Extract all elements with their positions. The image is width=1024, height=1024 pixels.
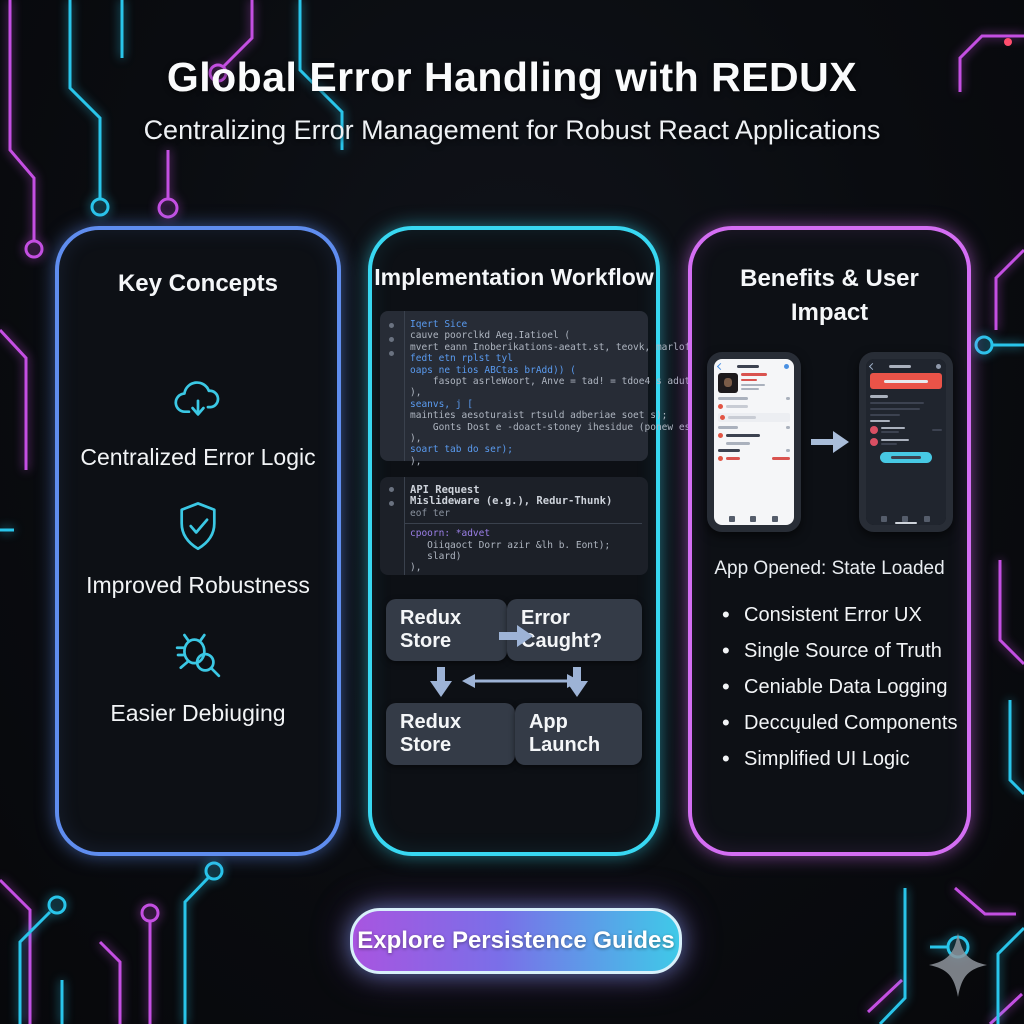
key-concepts-list: Centralized Error Logic Improved Robustn… [59, 370, 337, 754]
code-line: cpoorn: *advet [410, 528, 491, 540]
panel-benefits: Benefits & User Impact [688, 226, 971, 856]
code-line: mvert eann Inoberikations-aeatt.st, teov… [410, 341, 742, 353]
cta-label: Explore Persistence Guides [357, 927, 675, 954]
phone-screen [713, 359, 794, 525]
cta-button-mock [879, 452, 932, 463]
code-block-reducer: Iqert Sice cauve poorclkd Aeg.Iatioel ( … [380, 311, 748, 467]
code-line: ), [410, 433, 422, 445]
code-line: eof ter [410, 507, 451, 519]
code-line: ), [410, 562, 422, 574]
list-item: Simplified UI Logic [722, 746, 967, 772]
panel-title-line1: Benefits & User [740, 265, 919, 292]
code-line: API Request [410, 484, 480, 496]
arrow-right-icon [810, 431, 849, 453]
code-area: Iqert Sice cauve poorclkd Aeg.Iatioel ( … [380, 311, 748, 575]
concept-label: Improved Robustness [86, 572, 310, 598]
flow-box-app-launch: App Launch [514, 703, 642, 765]
code-block-middleware: API Request Mislideware (e.g.), Redur-Th… [380, 477, 648, 575]
circuit-node-dot [1004, 38, 1012, 46]
flow-box-error-caught: Error Caught? [507, 599, 642, 661]
concept-label: Easier Debiuging [110, 700, 286, 726]
avatar [717, 373, 738, 393]
list-item: Single Source of Truth [722, 638, 967, 664]
code-divider [404, 523, 642, 525]
list-item: Consistent Error UX [722, 602, 967, 628]
panel-title-line2: Impact [790, 299, 869, 326]
code-line: mainties aesoturaist rtsuld adberiae soe… [410, 410, 668, 422]
panel-implementation-workflow: Implementation Workflow Iqert Sice cauve… [368, 226, 748, 856]
avatar [869, 426, 878, 434]
cloud-download-icon [174, 381, 220, 416]
code-line: fedt etn rplst tyl [410, 353, 513, 365]
panel-key-concepts: Key Concepts Centralized Error Logic [55, 226, 341, 856]
phone-nav-bar [866, 516, 946, 522]
home-indicator [894, 522, 917, 524]
code-line: cauve poorclkd Aeg.Iatioel ( [410, 330, 571, 342]
list-item: Improved Robustness [86, 498, 310, 599]
concept-label: Centralized Error Logic [80, 444, 316, 470]
arrow-right-icon [499, 625, 533, 647]
gear-icon [936, 364, 942, 369]
code-line: Mislideware (e.g.), Redur-Thunk) [410, 495, 613, 508]
code-gutter [380, 477, 405, 575]
code-line: ), [410, 387, 422, 399]
shield-check-icon [180, 502, 216, 551]
flow-connectors [386, 625, 642, 703]
explore-persistence-button[interactable]: Explore Persistence Guides [350, 908, 682, 974]
phones-caption: App Opened: State Loaded [714, 558, 945, 579]
code-line: fasopt asrleWoort, Anve = tad! = tdoe4 s… [410, 376, 748, 388]
benefits-list: Consistent Error UX Single Source of Tru… [722, 602, 967, 772]
phone-mockup-dark [858, 352, 953, 532]
status-dot [717, 404, 723, 409]
arrow-double-icon [462, 674, 580, 688]
code-line: oaps ne tios ABCtas brAdd)) ( [410, 364, 576, 376]
list-item: Deccųuled Components [722, 710, 967, 736]
code-line: Iqert Sice [410, 319, 468, 330]
list-item: Easier Debiuging [110, 626, 286, 727]
flow-box-redux-store-bottom: Redux Store [386, 703, 515, 765]
phone-nav-bar [714, 516, 794, 522]
gear-icon [784, 364, 790, 369]
code-line: slard) [410, 551, 462, 563]
flow-box-redux-store-top: Redux Store [386, 599, 507, 661]
code-line: Gonts Dost e -doact-stoney ihesidue (pon… [410, 421, 719, 433]
code-line: ), [410, 455, 422, 467]
flow-diagram: Redux Store Error Caught? Redux Store [386, 599, 642, 765]
phone-screen [865, 359, 946, 525]
list-item: Centralized Error Logic [80, 370, 316, 471]
phone-comparison [692, 352, 967, 532]
error-banner [869, 373, 942, 389]
header: Global Error Handling with REDUX Central… [0, 54, 1024, 146]
panel-title: Implementation Workflow [374, 264, 654, 290]
code-line: Oiiqaoct Dorr azir &lh b. Eont); [410, 539, 611, 551]
panel-title: Benefits & User Impact [692, 230, 967, 330]
code-line: soart tab do ser); [410, 444, 513, 456]
list-item: Ceniable Data Logging [722, 674, 967, 700]
code-line: seanvs, j [ [410, 398, 473, 410]
code-gutter [380, 311, 405, 461]
phone-mockup-light [706, 352, 801, 532]
arrow-down-icon [430, 667, 452, 697]
bug-search-icon [175, 633, 221, 678]
page-title: Global Error Handling with REDUX [166, 54, 858, 100]
panel-title: Key Concepts [117, 270, 279, 297]
page-subtitle: Centralizing Error Management for Robust… [143, 115, 881, 145]
sparkle-icon [929, 933, 987, 997]
